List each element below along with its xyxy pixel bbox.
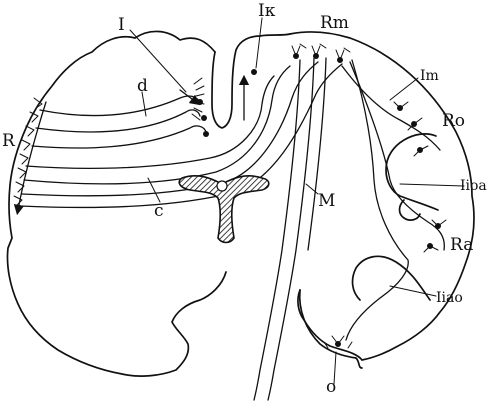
fiber-Iioa [349,61,445,251]
leader-Im [389,77,419,101]
label-Ik: Iκ [258,1,276,21]
leader-Iiao [389,285,437,297]
dendrite-cluster-Ra [423,219,447,253]
dendrite-cluster-R [13,97,43,207]
fiber-c-2 [23,65,291,185]
leader-Iioa [399,183,465,187]
commissure-center [216,180,228,192]
label-Iioa: Iioa [460,178,487,194]
bottom-edge [298,289,363,369]
arrow-R [13,101,47,216]
fiber-c-3 [21,61,319,197]
neuron-Ik [251,69,257,75]
fiber-d-3 [31,125,207,149]
label-Iiao: Iiao [436,290,463,306]
label-Ra: Ra [450,235,473,255]
commissure-t [178,175,270,244]
fiber-c-1 [25,75,275,170]
neuron-d-1 [197,99,203,105]
fiber-Iiao [345,59,409,341]
neuron-d-3 [203,131,209,137]
label-M: M [318,191,335,211]
fiber-d-1 [39,95,201,117]
leader-d [141,91,147,117]
leader-c [147,177,161,203]
fiber-d-2 [35,109,201,133]
label-Rm: Rm [320,13,349,33]
arrow-I [179,89,201,106]
dendrite-cluster-O [323,335,353,349]
fiber-M-3 [307,57,327,251]
left-hemisphere-outline [6,30,227,377]
neuron-d-2 [201,115,207,121]
label-d: d [137,76,148,96]
small-sulcus-notch [398,199,421,221]
label-Ro: Ro [442,111,465,131]
dendrite-cluster-Ro [393,101,429,157]
right-hemisphere-outline [289,31,475,361]
label-c: c [154,201,164,221]
leader-Ik [255,17,263,69]
fiber-Im [341,65,441,151]
lower-fold-outline [351,255,431,301]
label-I: I [118,15,125,35]
leader-O [333,351,337,385]
fiber-M-1 [253,59,301,401]
label-O: o [326,377,336,397]
leader-M [305,183,319,195]
label-Im: Im [420,68,439,84]
leader-I [129,29,187,93]
fiber-M-2 [267,57,315,401]
inner-cortex-boundary [297,289,363,361]
middle-sulcus-outline [385,133,439,211]
dendrite-cluster-Rm [291,43,351,61]
label-R: R [2,131,16,151]
